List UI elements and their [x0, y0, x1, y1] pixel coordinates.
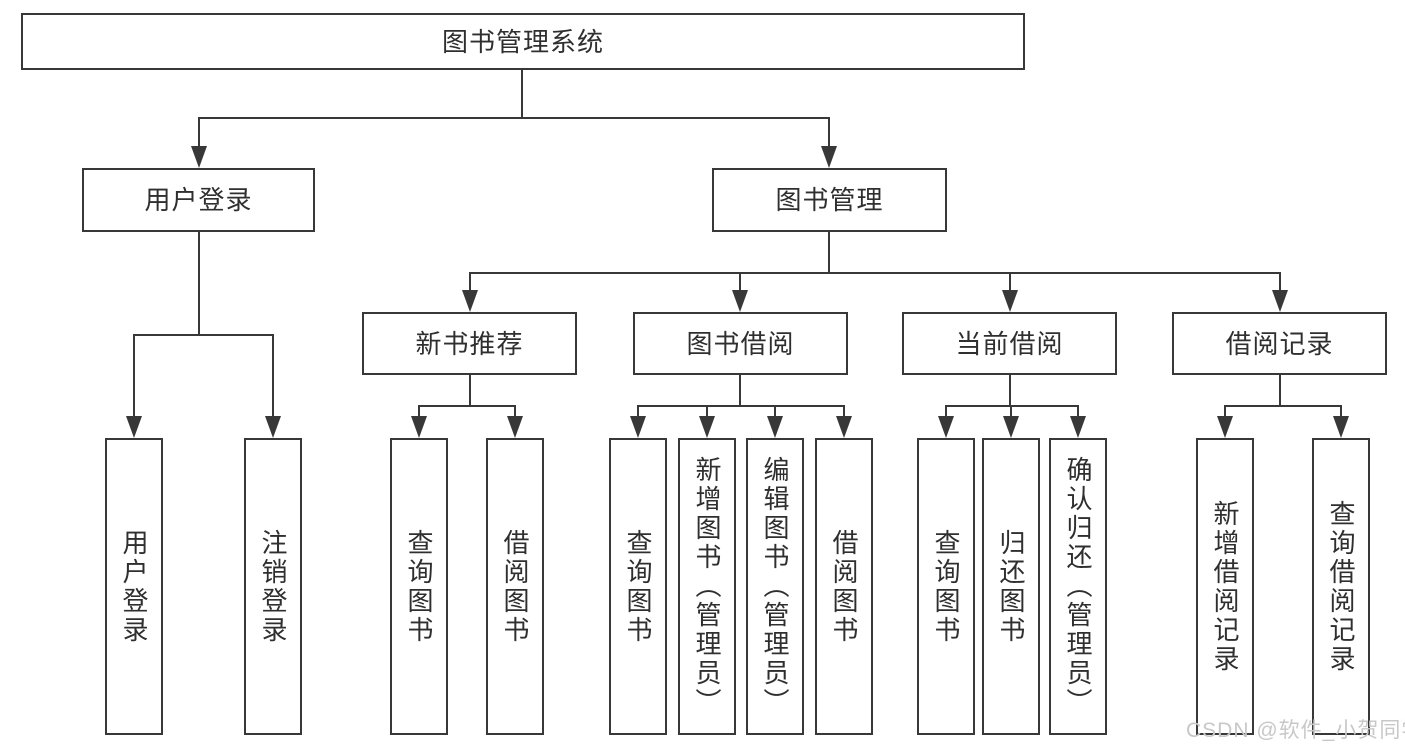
connector-line: [828, 117, 830, 150]
arrow-down-icon: [1003, 416, 1019, 438]
connector-line: [637, 405, 639, 420]
connector-line: [514, 405, 516, 420]
node-book-management: 图书管理: [712, 168, 947, 232]
connector-line: [1279, 272, 1281, 294]
leaf-borrow-book-recommend: 借阅图书: [486, 438, 544, 735]
connector-line: [739, 375, 741, 407]
connector-line: [418, 405, 420, 420]
arrow-down-icon: [699, 416, 715, 438]
arrow-down-icon: [821, 146, 837, 168]
connector-line: [521, 70, 523, 118]
connector-line: [1010, 405, 1012, 420]
arrow-down-icon: [938, 416, 954, 438]
connector-line: [418, 405, 516, 407]
node-user-login: 用户登录: [82, 168, 315, 232]
arrow-down-icon: [1333, 416, 1349, 438]
connector-line: [133, 334, 135, 420]
leaf-return-book: 归还图书: [982, 438, 1040, 735]
arrow-down-icon: [1217, 416, 1233, 438]
connector-line: [945, 405, 947, 420]
connector-line: [272, 334, 274, 420]
connector-line: [945, 405, 1079, 407]
leaf-query-book-current: 查询图书: [917, 438, 975, 735]
node-current-borrow: 当前借阅: [902, 312, 1117, 375]
connector-line: [774, 405, 776, 420]
arrow-down-icon: [126, 416, 142, 438]
connector-line: [1279, 375, 1281, 407]
arrow-down-icon: [411, 416, 427, 438]
leaf-user-login: 用户登录: [105, 438, 163, 735]
connector-line: [1340, 405, 1342, 420]
connector-line: [828, 232, 830, 274]
connector-line: [469, 272, 471, 294]
arrow-down-icon: [1002, 290, 1018, 312]
csdn-watermark: CSDN @软件_小贺同学: [1186, 719, 1405, 742]
leaf-edit-book-admin: 编辑图书（管理员）: [746, 438, 804, 735]
node-root: 图书管理系统: [21, 13, 1025, 70]
leaf-borrow-book: 借阅图书: [815, 438, 873, 735]
leaf-query-book-borrow: 查询图书: [609, 438, 667, 735]
leaf-add-borrow-record: 新增借阅记录: [1196, 438, 1254, 735]
arrow-down-icon: [462, 290, 478, 312]
connector-line: [637, 405, 845, 407]
arrow-down-icon: [1070, 416, 1086, 438]
connector-line: [1077, 405, 1079, 420]
connector-line: [1009, 375, 1011, 407]
connector-line: [706, 405, 708, 420]
connector-line: [843, 405, 845, 420]
connector-line: [198, 232, 200, 335]
connector-line: [133, 334, 274, 336]
connector-line: [1009, 272, 1011, 294]
arrow-down-icon: [507, 416, 523, 438]
arrow-down-icon: [767, 416, 783, 438]
node-borrow-records: 借阅记录: [1172, 312, 1387, 375]
leaf-logout: 注销登录: [244, 438, 302, 735]
node-book-borrow: 图书借阅: [633, 312, 848, 375]
arrow-down-icon: [630, 416, 646, 438]
connector-line: [739, 272, 741, 294]
connector-line: [469, 272, 1281, 274]
connector-line: [1224, 405, 1342, 407]
arrow-down-icon: [191, 146, 207, 168]
arrow-down-icon: [732, 290, 748, 312]
node-new-book-recommend: 新书推荐: [362, 312, 577, 375]
connector-line: [198, 117, 830, 119]
leaf-query-book-recommend: 查询图书: [390, 438, 448, 735]
connector-line: [469, 375, 471, 407]
connector-line: [1224, 405, 1226, 420]
arrow-down-icon: [265, 416, 281, 438]
arrow-down-icon: [836, 416, 852, 438]
leaf-add-book-admin: 新增图书（管理员）: [678, 438, 736, 735]
leaf-confirm-return-admin: 确认归还（管理员）: [1049, 438, 1107, 735]
connector-line: [198, 117, 200, 150]
leaf-query-borrow-record: 查询借阅记录: [1312, 438, 1370, 735]
arrow-down-icon: [1272, 290, 1288, 312]
